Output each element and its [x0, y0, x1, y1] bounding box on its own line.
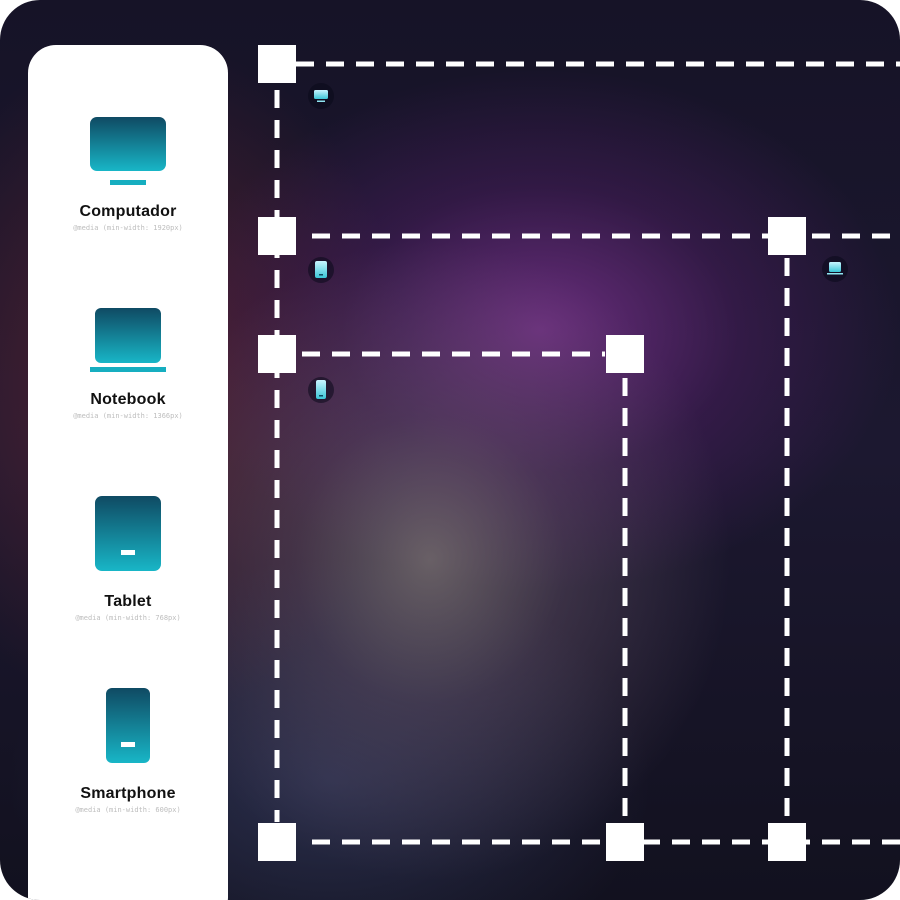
corner-marker [258, 45, 296, 83]
smartphone-icon [106, 688, 150, 763]
corner-marker [258, 335, 296, 373]
smartphone-icon [308, 377, 334, 403]
corner-marker [768, 823, 806, 861]
laptop-icon [822, 256, 848, 282]
device-label: Smartphone [80, 785, 176, 802]
corner-marker [768, 217, 806, 255]
device-computador: Computador @media (min-width: 1920px) [28, 115, 228, 232]
media-query-text: @media (min-width: 1920px) [73, 224, 183, 232]
laptop-icon [90, 308, 166, 372]
device-tablet: Tablet @media (min-width: 768px) [28, 495, 228, 622]
device-label: Notebook [90, 391, 166, 408]
corner-marker [258, 217, 296, 255]
device-notebook: Notebook @media (min-width: 1366px) [28, 307, 228, 420]
desktop-monitor-icon [308, 83, 334, 109]
device-smartphone: Smartphone @media (min-width: 600px) [28, 687, 228, 814]
device-label: Computador [79, 203, 177, 220]
media-query-text: @media (min-width: 768px) [75, 614, 181, 622]
media-query-text: @media (min-width: 600px) [75, 806, 181, 814]
tablet-icon [95, 496, 161, 571]
device-panel: Computador @media (min-width: 1920px) No… [28, 45, 228, 900]
media-query-text: @media (min-width: 1366px) [73, 412, 183, 420]
smartphone-icon [308, 257, 334, 283]
desktop-monitor-icon [90, 117, 166, 185]
device-label: Tablet [104, 593, 152, 610]
corner-marker [606, 335, 644, 373]
corner-marker [606, 823, 644, 861]
corner-marker [258, 823, 296, 861]
